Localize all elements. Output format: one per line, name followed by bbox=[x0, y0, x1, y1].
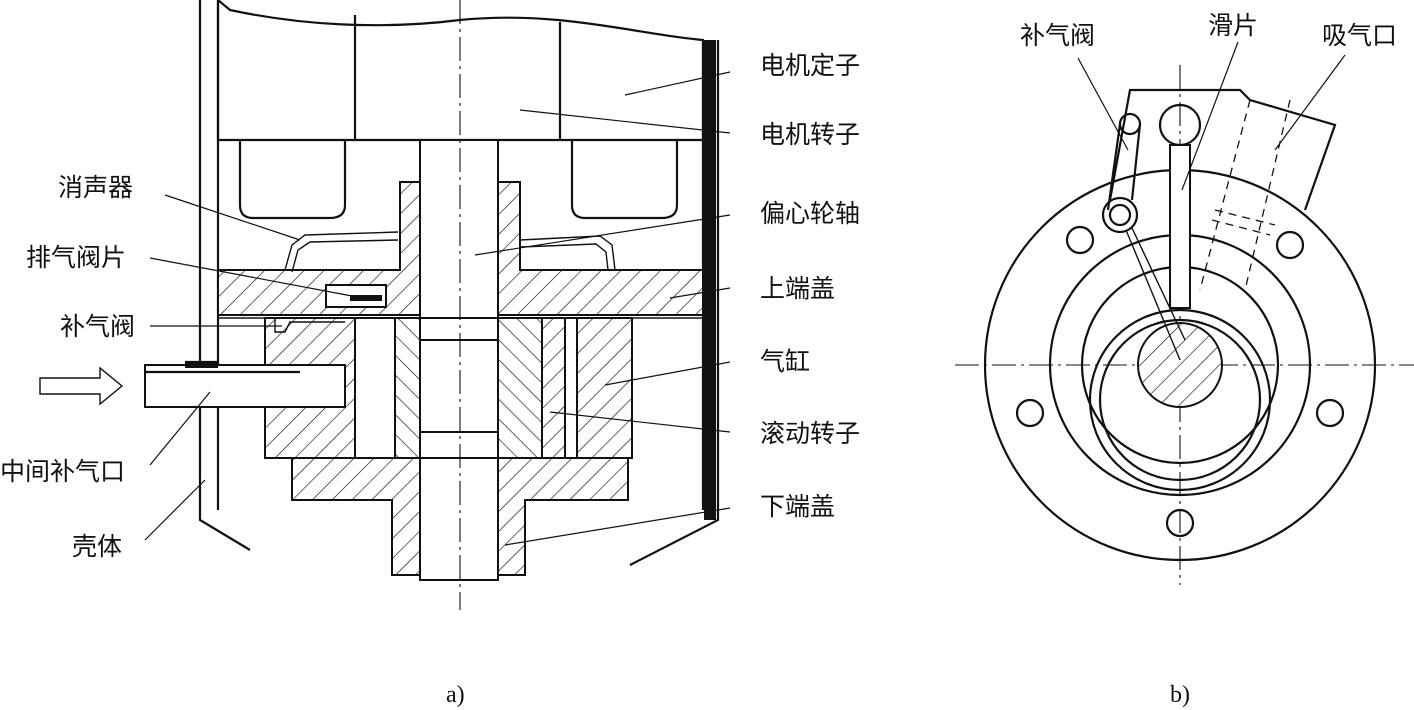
caption-b: b) bbox=[1170, 682, 1190, 708]
lower-end-cover bbox=[291, 457, 629, 576]
motor-rotor-windings bbox=[238, 140, 679, 220]
label-discharge-valve: 排气阀片 bbox=[26, 243, 126, 272]
label-injection-valve-b: 补气阀 bbox=[1020, 21, 1095, 50]
rolling-rotor bbox=[419, 339, 499, 433]
upper-end-cover bbox=[217, 181, 421, 316]
label-motor-stator: 电机定子 bbox=[760, 51, 860, 80]
mid-injection-pipe bbox=[144, 360, 346, 408]
label-upper-end-cover: 上端盖 bbox=[760, 274, 835, 303]
label-injection-valve-a: 补气阀 bbox=[60, 312, 135, 341]
injection-valve-b bbox=[1101, 112, 1186, 361]
label-rolling-rotor: 滚动转子 bbox=[760, 419, 860, 448]
label-eccentric-shaft: 偏心轮轴 bbox=[760, 199, 860, 228]
caption-a: a) bbox=[446, 682, 465, 708]
label-mid-injection-port: 中间补气口 bbox=[0, 457, 125, 486]
figure-b: 补气阀 滑片 吸气口 b) bbox=[955, 11, 1414, 708]
label-motor-rotor: 电机转子 bbox=[760, 120, 860, 149]
muffler-left bbox=[284, 231, 399, 271]
muffler-right bbox=[519, 235, 616, 271]
injection-valve-a bbox=[274, 318, 345, 333]
label-suction-port: 吸气口 bbox=[1322, 21, 1397, 50]
suction-housing bbox=[1108, 88, 1337, 211]
label-shell: 壳体 bbox=[72, 532, 122, 561]
suction-port-dashed bbox=[1199, 99, 1291, 291]
cylinder-right bbox=[541, 317, 633, 459]
label-vane: 滑片 bbox=[1208, 11, 1258, 40]
bolt-holes bbox=[1015, 225, 1345, 538]
inflow-arrow bbox=[39, 366, 124, 406]
leader-lines-b bbox=[1077, 41, 1346, 191]
leader-lines-a bbox=[144, 71, 731, 546]
vane bbox=[1169, 144, 1191, 309]
label-muffler: 消声器 bbox=[58, 173, 133, 202]
rolling-rotor-b bbox=[1088, 308, 1272, 492]
label-cylinder: 气缸 bbox=[760, 347, 810, 376]
figure-a: 电机定子 电机转子 偏心轮轴 上端盖 气缸 滚动转子 下端盖 消声器 排气阀片 … bbox=[0, 0, 860, 708]
label-lower-end-cover: 下端盖 bbox=[760, 492, 835, 521]
eccentric-b bbox=[1137, 322, 1223, 408]
